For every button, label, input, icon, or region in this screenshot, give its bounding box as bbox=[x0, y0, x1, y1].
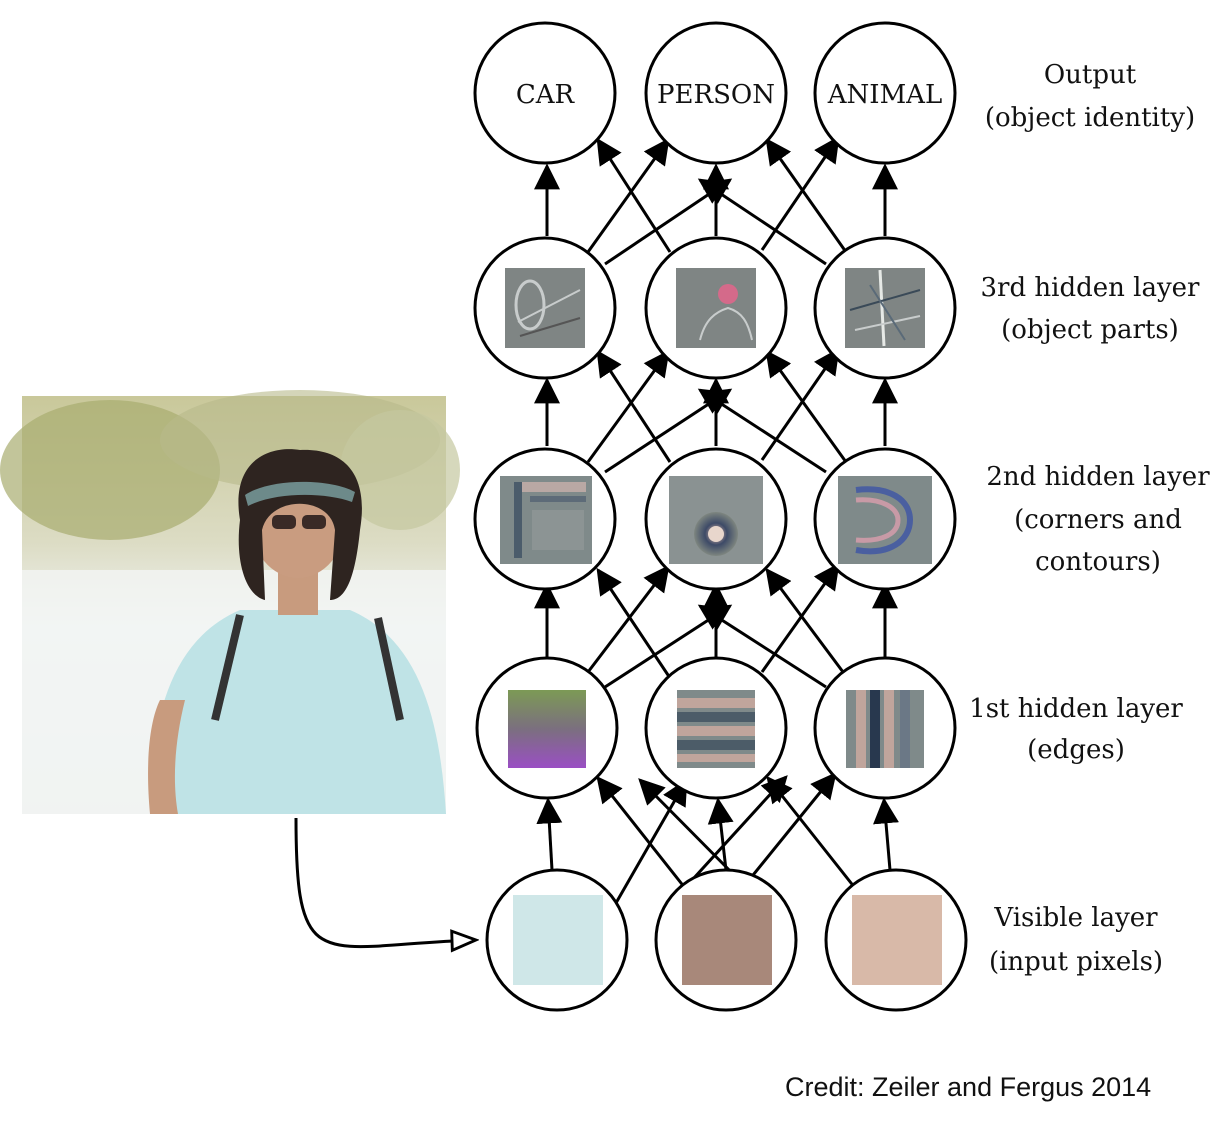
h1-feature-horizontal-stripes bbox=[677, 690, 755, 768]
visible-layer bbox=[485, 868, 968, 1012]
layer-labels: Output (object identity) 3rd hidden laye… bbox=[969, 60, 1210, 977]
label-h2-subtitle-2: contours) bbox=[1035, 547, 1161, 577]
label-h1-title: 1st hidden layer bbox=[969, 694, 1183, 724]
h2-feature-corner bbox=[500, 476, 592, 564]
output-label-car: CAR bbox=[516, 80, 576, 110]
label-h1-subtitle: (edges) bbox=[1027, 735, 1125, 765]
input-pixel-2 bbox=[682, 895, 772, 985]
h3-feature-face bbox=[676, 268, 756, 348]
input-pixel-1 bbox=[513, 895, 603, 985]
output-label-animal: ANIMAL bbox=[827, 80, 942, 110]
input-pixel-3 bbox=[852, 895, 942, 985]
output-node-animal bbox=[813, 21, 957, 165]
output-label-person: PERSON bbox=[657, 80, 775, 110]
label-output-subtitle: (object identity) bbox=[985, 103, 1195, 133]
label-visible-subtitle: (input pixels) bbox=[989, 947, 1163, 977]
input-arrow bbox=[294, 817, 476, 947]
label-output-title: Output bbox=[1044, 60, 1137, 90]
input-photo bbox=[0, 390, 460, 814]
h2-feature-contour bbox=[838, 476, 932, 564]
label-h3-subtitle: (object parts) bbox=[1001, 315, 1179, 345]
output-node-car bbox=[473, 21, 617, 165]
h1-feature-vertical-stripes bbox=[846, 690, 924, 768]
hidden-layer-3 bbox=[473, 236, 957, 380]
h3-feature-animal bbox=[845, 268, 925, 348]
label-h2-subtitle: (corners and bbox=[1014, 505, 1182, 535]
hidden-layer-1 bbox=[475, 656, 957, 800]
output-node-person bbox=[644, 21, 788, 165]
label-h2-title: 2nd hidden layer bbox=[986, 462, 1210, 492]
label-h3-title: 3rd hidden layer bbox=[981, 273, 1201, 303]
label-visible-title: Visible layer bbox=[993, 903, 1158, 933]
output-layer: CAR PERSON ANIMAL bbox=[473, 21, 957, 165]
h2-feature-ring bbox=[669, 476, 763, 564]
h1-feature-gradient-edge bbox=[508, 690, 586, 768]
h3-feature-wheel bbox=[505, 268, 585, 348]
credit-text: Credit: Zeiler and Fergus 2014 bbox=[785, 1072, 1152, 1102]
hidden-layer-2 bbox=[473, 447, 957, 591]
